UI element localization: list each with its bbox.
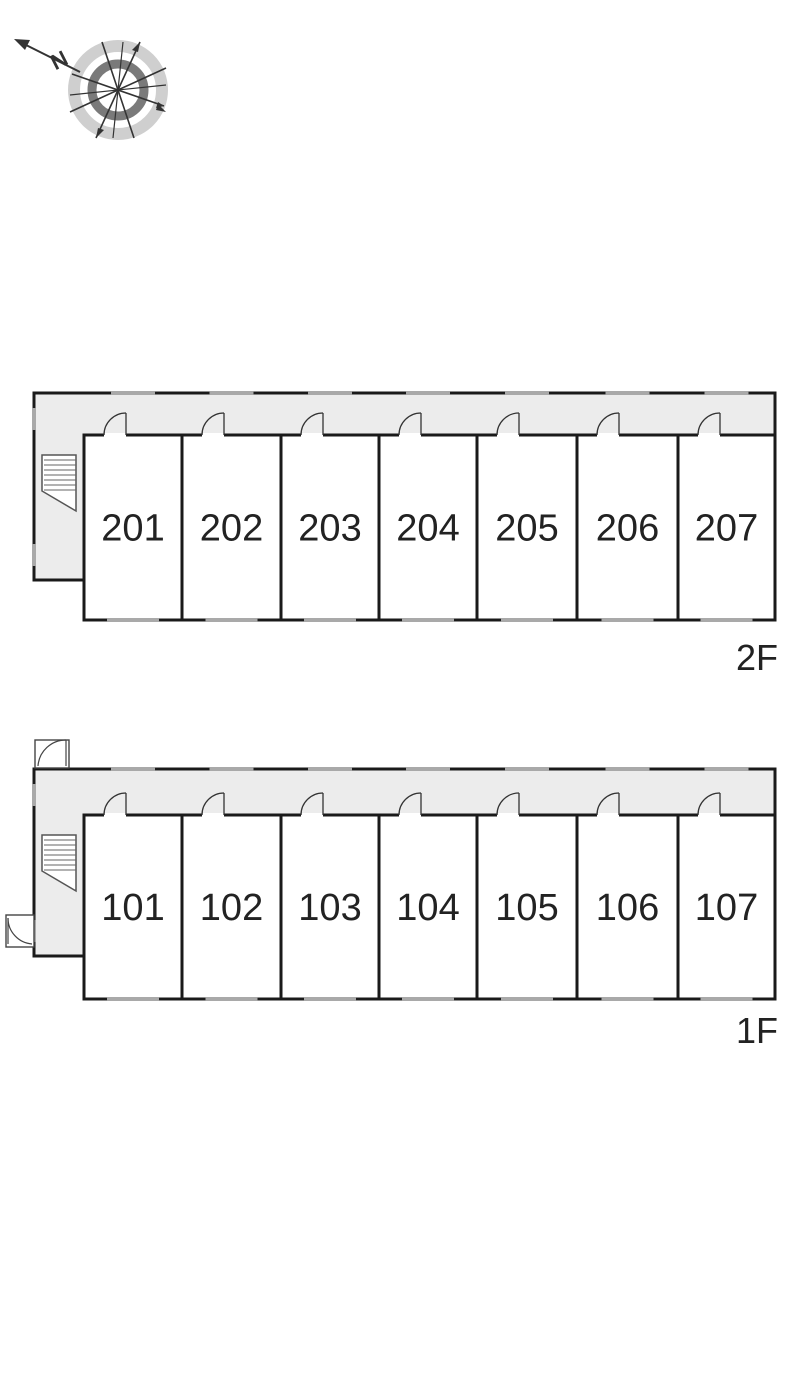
door-icon (496, 412, 520, 437)
window (205, 618, 258, 622)
window (406, 391, 450, 395)
unit-number-label: 202 (200, 508, 263, 550)
window (402, 997, 454, 1001)
unit-number-label: 106 (596, 887, 659, 929)
unit-203[interactable]: 203 (279, 412, 381, 622)
unit-room (377, 433, 479, 622)
floor-2f: 201 202 203 204 205 206 207 2F (32, 391, 778, 678)
window (601, 997, 654, 1001)
window (32, 784, 36, 806)
unit-room (279, 813, 381, 1001)
window (700, 997, 753, 1001)
unit-room (82, 433, 184, 622)
window (601, 618, 654, 622)
window (505, 391, 549, 395)
staircase-icon (41, 834, 77, 893)
unit-205[interactable]: 205 (475, 412, 579, 622)
door-icon (697, 412, 721, 437)
window (32, 408, 36, 430)
unit-number-label: 105 (495, 887, 558, 929)
unit-number-label: 206 (596, 508, 659, 550)
window (107, 618, 159, 622)
unit-102[interactable]: 102 (180, 792, 283, 1001)
window (505, 767, 549, 771)
unit-room (377, 813, 479, 1001)
unit-room (575, 813, 680, 1001)
window (704, 767, 749, 771)
window (308, 391, 352, 395)
unit-room (475, 813, 579, 1001)
window (605, 767, 650, 771)
north-letter: N (46, 46, 72, 75)
staircase-icon (41, 454, 77, 513)
unit-number-label: 204 (396, 508, 459, 550)
window (209, 391, 254, 395)
window (700, 618, 753, 622)
window (605, 391, 650, 395)
compass-rose-icon (68, 40, 168, 140)
window (32, 544, 36, 566)
floor-1f: 101 102 103 104 105 106 107 1F (5, 739, 778, 1051)
unit-106[interactable]: 106 (575, 792, 680, 1001)
unit-104[interactable]: 104 (377, 792, 479, 1001)
door-icon (596, 792, 620, 817)
door-icon (496, 792, 520, 817)
door-icon (103, 792, 127, 817)
unit-107[interactable]: 107 (676, 792, 777, 1001)
unit-number-label: 102 (200, 887, 263, 929)
window (501, 997, 553, 1001)
door-icon (103, 412, 127, 437)
unit-206[interactable]: 206 (575, 412, 680, 622)
floor-label: 2F (736, 637, 778, 678)
window (304, 997, 356, 1001)
door-icon (300, 412, 324, 437)
unit-room (676, 433, 777, 622)
unit-207[interactable]: 207 (676, 412, 777, 622)
door-icon (398, 792, 422, 817)
unit-202[interactable]: 202 (180, 412, 283, 622)
door-icon (697, 792, 721, 817)
window (501, 618, 553, 622)
unit-number-label: 104 (396, 887, 459, 929)
unit-101[interactable]: 101 (82, 792, 184, 1001)
unit-number-label: 207 (695, 508, 758, 550)
window (308, 767, 352, 771)
door-icon (596, 412, 620, 437)
exterior-door-icon (5, 914, 35, 948)
window (304, 618, 356, 622)
unit-room (180, 813, 283, 1001)
north-arrow-icon: N (14, 39, 81, 75)
window (209, 767, 254, 771)
door-icon (398, 412, 422, 437)
window (111, 767, 155, 771)
door-icon (300, 792, 324, 817)
door-icon (201, 412, 225, 437)
window (205, 997, 258, 1001)
unit-number-label: 205 (495, 508, 558, 550)
floor-label: 1F (736, 1010, 778, 1051)
unit-204[interactable]: 204 (377, 412, 479, 622)
window (402, 618, 454, 622)
window (704, 391, 749, 395)
unit-number-label: 103 (298, 887, 361, 929)
unit-number-label: 201 (101, 508, 164, 550)
exterior-door-icon (34, 739, 70, 769)
window (107, 997, 159, 1001)
unit-number-label: 101 (101, 887, 164, 929)
unit-room (82, 813, 184, 1001)
unit-room (676, 813, 777, 1001)
unit-105[interactable]: 105 (475, 792, 579, 1001)
window (406, 767, 450, 771)
unit-room (475, 433, 579, 622)
window (111, 391, 155, 395)
unit-number-label: 107 (695, 887, 758, 929)
unit-number-label: 203 (298, 508, 361, 550)
door-icon (201, 792, 225, 817)
unit-201[interactable]: 201 (82, 412, 184, 622)
unit-103[interactable]: 103 (279, 792, 381, 1001)
